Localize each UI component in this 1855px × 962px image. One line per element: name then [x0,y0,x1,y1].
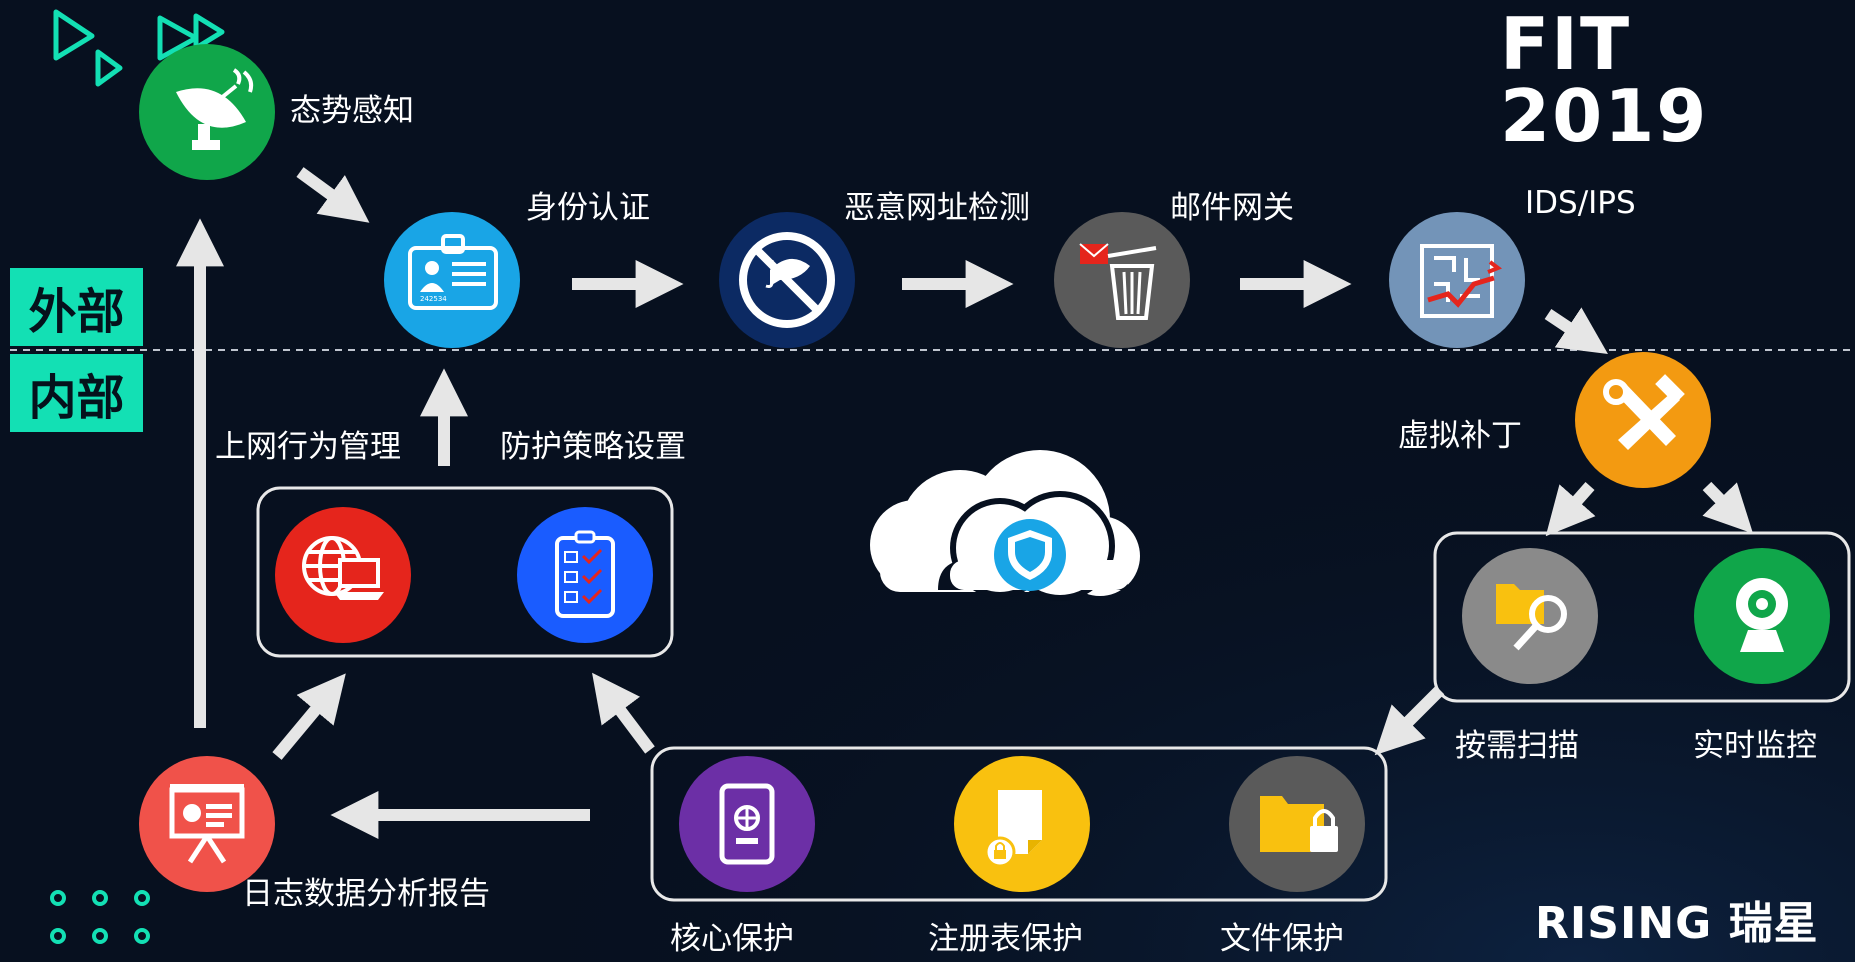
webcam-icon [1736,578,1788,652]
arrow-host-to-policy [592,672,655,754]
safe-icon [719,783,775,865]
malicious-url-label: 恶意网址检测 [844,190,1030,226]
flow-arrows [176,167,1754,839]
core-protection-node [679,756,815,892]
log-report-label: 日志数据分析报告 [242,876,490,912]
registry-protection-node [954,756,1090,892]
realtime-monitor-node [1694,548,1830,684]
on-demand-scan-label: 按需扫描 [1455,728,1579,764]
presentation-board-icon [169,784,245,864]
virtual-patch-label: 虚拟补丁 [1398,418,1522,454]
file-protection-node [1229,756,1365,892]
ids-ips-label: IDS/IPS [1525,185,1636,221]
identity-auth-node: 242534 [384,212,520,348]
ids-ips-node [1389,212,1525,348]
situation-awareness-node [139,44,275,180]
tools-icon [1603,374,1685,450]
play-arrows-decoration [53,9,225,87]
globe-laptop-icon [302,536,384,600]
document-lock-icon [984,790,1042,868]
arrow-log-to-group [272,673,346,760]
virtual-patch-node [1575,352,1711,488]
checklist-icon [555,530,615,618]
situation-awareness-label: 态势感知 [290,93,414,129]
outer-zone-tag: 外部 [10,268,143,346]
arrow-patch-to-monitor [1702,481,1754,534]
scan-monitor-group-box [1433,531,1851,703]
folder-lock-icon [1260,796,1338,852]
on-demand-scan-node [1462,548,1598,684]
mail-gateway-label: 邮件网关 [1170,190,1294,226]
identity-auth-label: 身份认证 [526,190,650,226]
policy-setting-node [517,507,653,643]
rising-logo: RISING 瑞星 [1535,898,1819,949]
satellite-dish-icon [176,68,254,150]
mail-gateway-node [1054,212,1190,348]
log-report-node [139,756,275,892]
web-behavior-label: 上网行为管理 [215,429,401,465]
no-phishing-icon [739,232,835,328]
policy-setting-label: 防护策略设置 [500,429,686,465]
file-protection-label: 文件保护 [1220,921,1344,957]
folder-search-icon [1496,584,1567,651]
web-behavior-node [275,507,411,643]
mail-trash-icon [1079,243,1157,320]
host-protection-group-box [650,746,1388,902]
dots-decoration [50,890,150,944]
arrow-awareness-to-identity [296,167,370,223]
badge-number: 242534 [420,295,447,303]
maze-icon [1420,244,1503,318]
inner-policy-group-box [256,486,674,658]
arrow-group-to-host [1374,685,1445,756]
cloud-shield-icon [870,450,1140,601]
malicious-url-node [719,212,855,348]
realtime-monitor-label: 实时监控 [1693,728,1817,764]
registry-protection-label: 注册表保护 [928,921,1083,957]
inner-zone-tag: 内部 [10,354,143,432]
arrow-patch-to-scan [1545,482,1596,537]
arrow-ids-to-patch [1544,307,1608,354]
core-protection-label: 核心保护 [670,921,794,957]
id-badge-icon: 242534 [408,234,498,310]
fit-2019-logo: FIT 2019 [1500,2,1709,158]
